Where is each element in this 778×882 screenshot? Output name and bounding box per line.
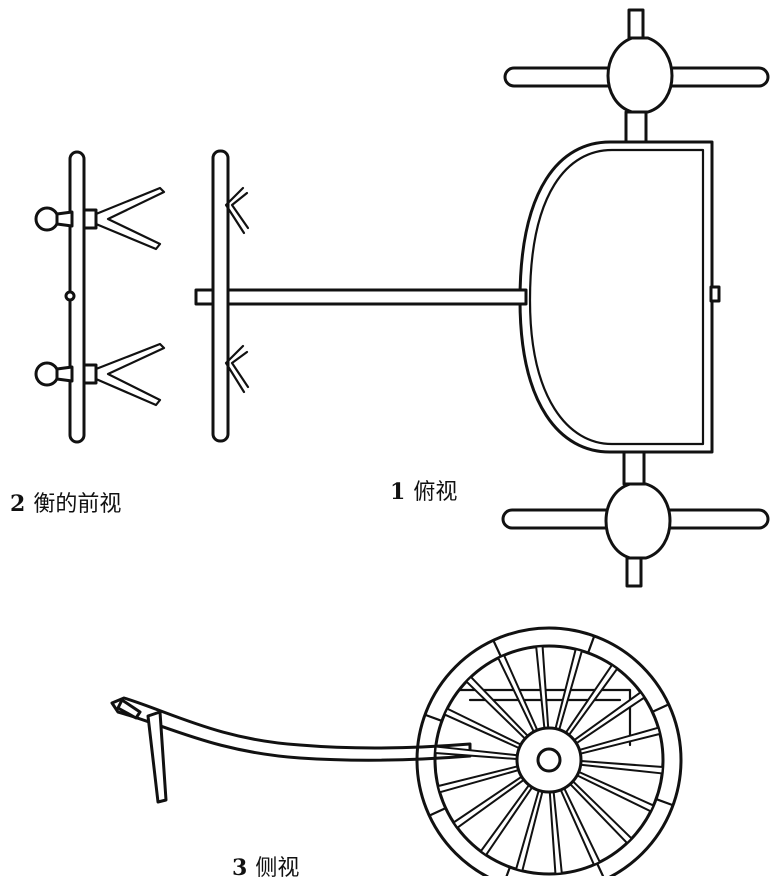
top-yoke-saddle-upper — [224, 186, 250, 235]
top-view-drawing — [194, 8, 770, 588]
wheel-felloe-joint — [423, 713, 444, 723]
top-linchpin-lower — [625, 556, 643, 588]
top-hub-lower — [604, 482, 672, 560]
wheel-felloe-joint — [651, 703, 670, 714]
yoke-front-finial-lower — [34, 361, 60, 387]
wheel-felloe-joint — [586, 634, 596, 655]
label-top-view: 1 俯视 — [390, 474, 457, 506]
side-wheel-rim-outer — [415, 626, 683, 876]
label-side-view-number: 3 — [232, 855, 248, 881]
top-carriage-box — [518, 140, 714, 454]
wheel-spoke — [548, 790, 563, 875]
wheel-felloe-joint — [428, 806, 447, 817]
yoke-front-saddle-upper — [94, 186, 166, 251]
wheel-spoke — [579, 759, 664, 775]
label-yoke-front: 2 衡的前视 — [10, 486, 121, 518]
side-wheel-rim-inner — [433, 644, 665, 876]
top-carriage-box-inner — [528, 148, 705, 446]
top-hub-upper — [606, 36, 674, 114]
yoke-front-center-ring — [64, 290, 76, 302]
label-top-view-number: 1 — [390, 479, 406, 505]
wheel-spoke — [559, 787, 601, 866]
side-yoke-strap — [146, 710, 168, 804]
top-axle-stub-lower — [622, 448, 646, 486]
label-side-view: 3 侧视 — [232, 850, 299, 882]
wheel-felloe-joint — [492, 639, 503, 658]
top-yoke-saddle-lower — [224, 344, 250, 394]
yoke-front-drawing — [34, 150, 166, 444]
side-shaft-end — [116, 698, 142, 720]
wheel-felloe-joint — [654, 797, 675, 807]
top-axle-stub-upper — [624, 110, 648, 144]
label-yoke-front-number: 2 — [10, 491, 26, 517]
top-shaft — [194, 288, 528, 306]
wheel-felloe-joint — [505, 865, 512, 876]
wheel-felloe-joint — [595, 862, 605, 876]
wheel-spoke — [497, 654, 539, 733]
wheel-spoke — [443, 707, 522, 750]
wheel-spoke — [535, 645, 550, 730]
side-wheel-axle-hole — [536, 747, 562, 773]
yoke-front-socket-upper — [82, 208, 98, 230]
label-top-view-text: 俯视 — [413, 480, 458, 505]
yoke-front-socket-lower — [82, 363, 98, 385]
side-wheel-hub — [515, 726, 583, 794]
yoke-front-collar-lower — [55, 365, 74, 383]
yoke-front-collar-upper — [55, 210, 74, 228]
yoke-front-finial-upper — [34, 206, 60, 232]
wheel-spoke — [576, 770, 655, 813]
top-yoke-bar — [211, 149, 230, 443]
top-linchpin-upper — [627, 8, 645, 40]
yoke-front-saddle-lower — [94, 342, 166, 407]
side-view-drawing — [110, 626, 683, 876]
top-rear-knob — [709, 285, 721, 303]
label-yoke-front-text: 衡的前视 — [33, 492, 122, 517]
label-side-view-text: 侧视 — [255, 856, 300, 881]
